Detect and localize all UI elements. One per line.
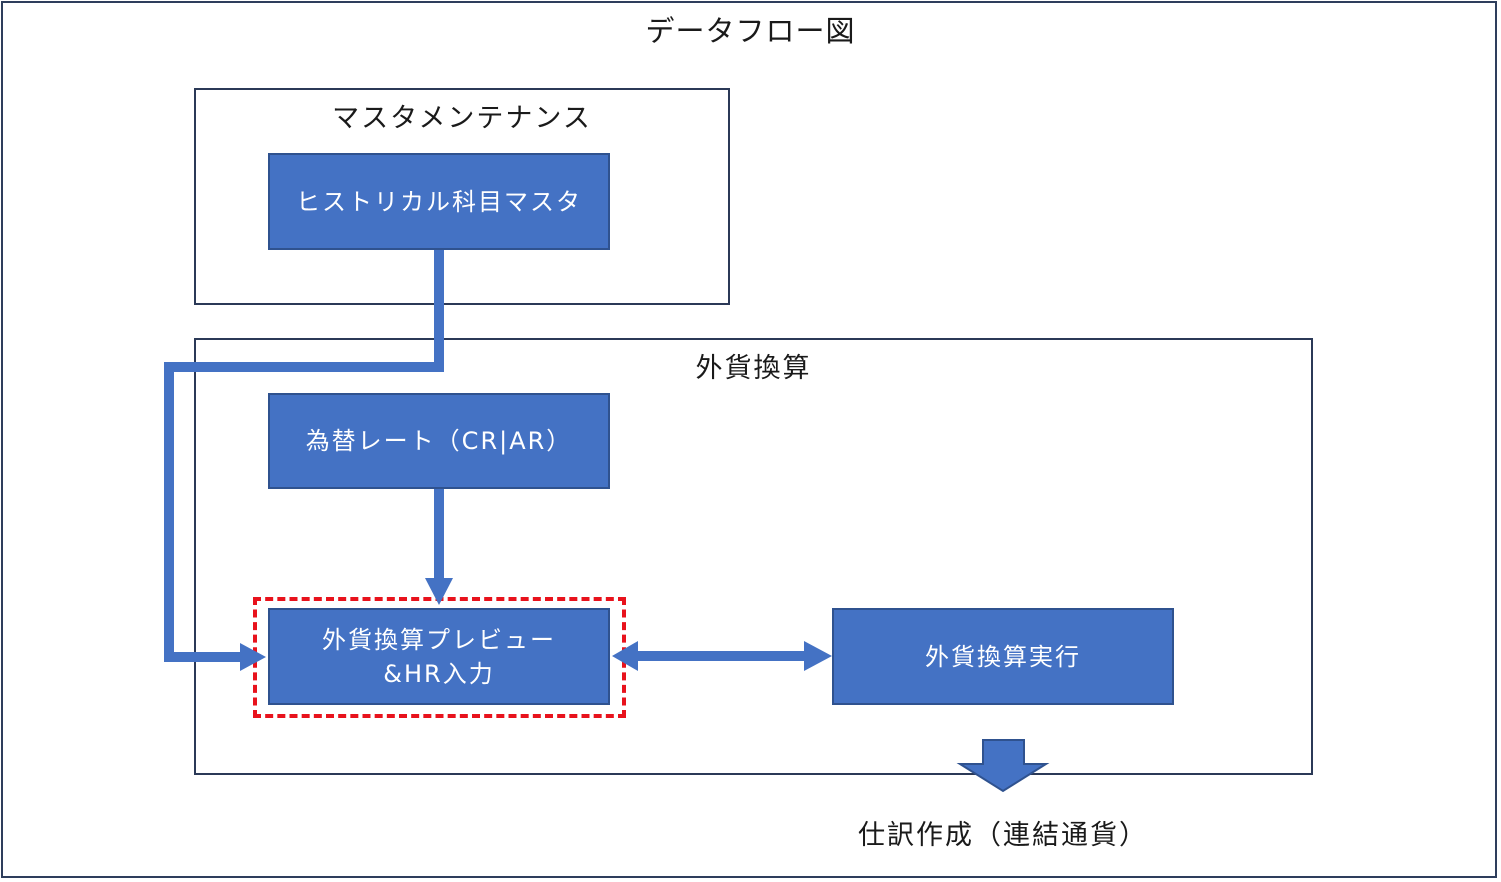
- fx-execute-label: 外貨換算実行: [925, 642, 1081, 671]
- fx-preview-label-line1: 外貨換算プレビュー: [322, 625, 556, 654]
- historical-account-master-label: ヒストリカル科目マスタ: [296, 187, 582, 216]
- output-down-block-arrow: [956, 739, 1050, 793]
- preview-execute-arrowhead-left: [612, 641, 638, 671]
- journal-entry-output-label: 仕訳作成（連結通貨）: [858, 820, 1148, 851]
- fx-execute-box[interactable]: 外貨換算実行: [832, 608, 1174, 705]
- rate-to-preview-arrowhead: [425, 578, 453, 605]
- preview-execute-arrowhead-right: [804, 641, 832, 671]
- fx-conversion-group: 外貨換算: [194, 338, 1313, 775]
- fx-preview-hr-input-label: 外貨換算プレビュー &HR入力: [322, 623, 556, 691]
- fx-preview-hr-input-box[interactable]: 外貨換算プレビュー &HR入力: [268, 608, 610, 705]
- master-maintenance-label: マスタメンテナンス: [332, 103, 592, 134]
- exchange-rate-box[interactable]: 為替レート（CR|AR）: [268, 393, 610, 489]
- master-to-preview-connector: [164, 250, 444, 662]
- fx-conversion-label: 外貨換算: [695, 353, 812, 384]
- historical-account-master-box[interactable]: ヒストリカル科目マスタ: [268, 153, 610, 250]
- master-to-preview-arrowhead: [240, 643, 266, 671]
- fx-preview-label-line2: &HR入力: [383, 659, 495, 688]
- master-maintenance-group: マスタメンテナンス: [194, 88, 730, 305]
- exchange-rate-label: 為替レート（CR|AR）: [305, 427, 573, 455]
- diagram-title: データフロー図: [645, 14, 856, 48]
